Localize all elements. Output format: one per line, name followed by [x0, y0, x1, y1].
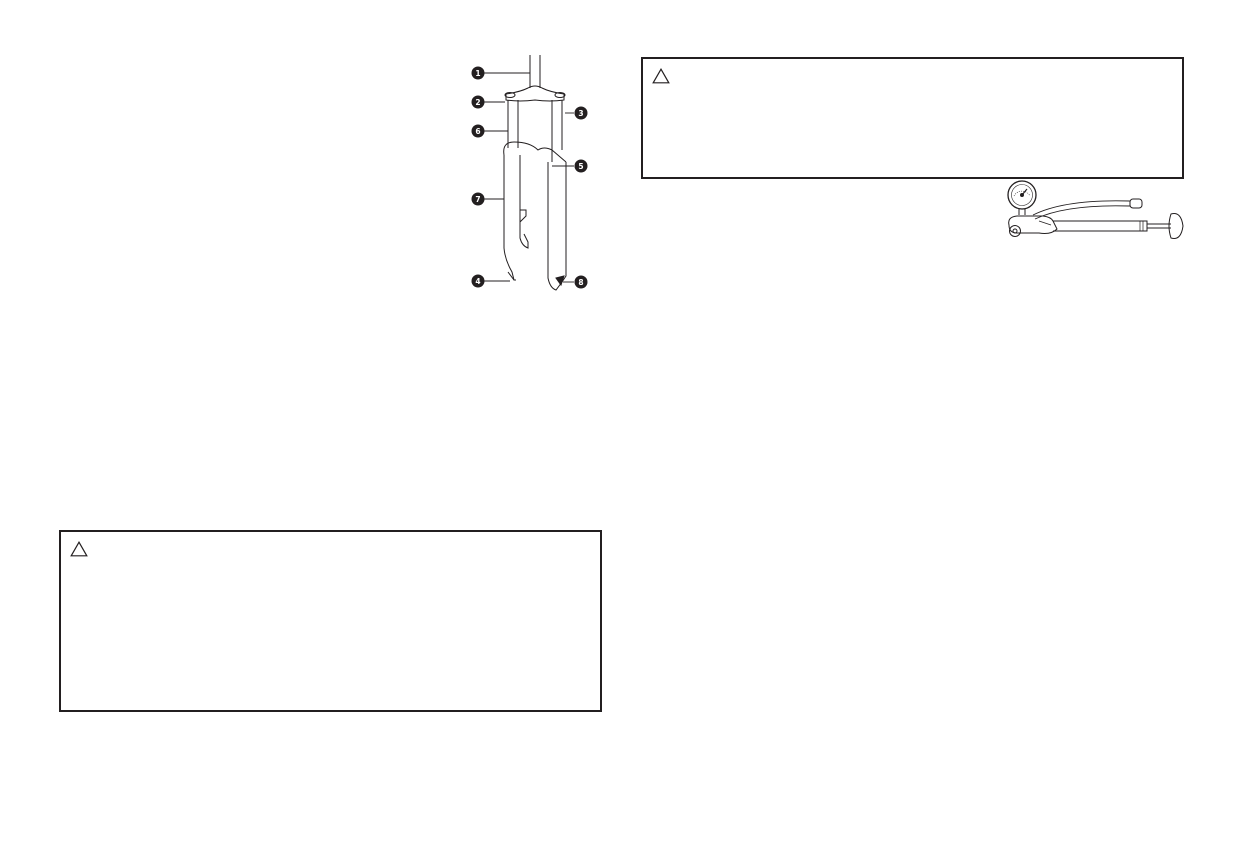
callout-number: 3	[578, 109, 583, 118]
callout-number: 8	[578, 278, 583, 287]
crown-bolt-left	[504, 92, 516, 98]
callout-number: 6	[475, 127, 480, 136]
callout-3: 3	[574, 106, 588, 120]
pump-handle	[1168, 213, 1184, 239]
callout-8: 8	[574, 275, 588, 289]
suspension-fork-diagram: 1 2 3 6 5 7 4 8	[471, 55, 588, 291]
callout-1: 1	[471, 66, 485, 80]
warning-box-bottom-left	[59, 530, 602, 712]
stanchion-left	[507, 100, 519, 148]
callout-number: 7	[475, 195, 480, 204]
warning-triangle-icon	[652, 68, 670, 84]
dropout-left-bolt	[507, 271, 515, 281]
pump-hose	[1032, 200, 1131, 220]
fork-crown	[505, 85, 565, 102]
callout-7: 7	[471, 192, 485, 206]
crown-bolt-right	[554, 92, 566, 98]
callout-number: 1	[475, 69, 480, 78]
callout-2: 2	[471, 95, 485, 109]
fork-lowers	[503, 141, 567, 291]
callout-leaders	[484, 72, 574, 283]
steerer-tube	[529, 55, 541, 88]
pressure-gauge	[1007, 180, 1037, 210]
warning-triangle-icon	[70, 541, 88, 557]
callout-number: 5	[578, 162, 583, 171]
callout-5: 5	[574, 159, 588, 173]
dropout-right	[555, 275, 565, 287]
callout-6: 6	[471, 124, 485, 138]
callout-number: 4	[475, 277, 480, 286]
callout-4: 4	[471, 274, 485, 288]
warning-box-top-right	[641, 57, 1184, 179]
callout-number: 2	[475, 98, 480, 107]
shock-pump-icon	[1007, 180, 1184, 239]
stanchion-right	[551, 100, 563, 150]
pump-barrel	[1053, 220, 1148, 232]
